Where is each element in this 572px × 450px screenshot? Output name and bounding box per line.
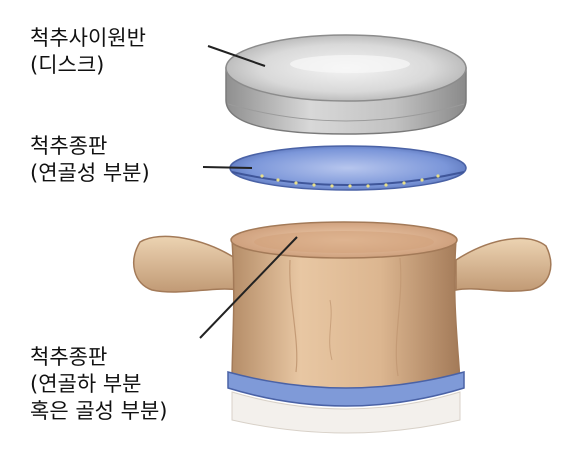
label-cartilage-line1: 척추종판 <box>30 134 108 158</box>
label-bone-line2: (연골하 부분 <box>30 372 142 396</box>
label-disc-line2: (디스크) <box>30 53 105 77</box>
label-cartilage-line2: (연골성 부분) <box>30 161 150 185</box>
leader-line-cartilage <box>202 166 253 169</box>
leader-line-bone <box>199 236 298 339</box>
label-bony-endplate: 척추종판 (연골하 부분 혹은 골성 부분) <box>30 344 167 425</box>
intervertebral-disc <box>225 34 467 135</box>
leader-line-disc <box>207 45 266 67</box>
cartilage-endplate <box>229 145 467 191</box>
label-disc-line1: 척추사이원반 <box>30 26 146 50</box>
leader-lines <box>199 45 298 339</box>
label-cartilage-endplate: 척추종판 (연골성 부분) <box>30 133 150 187</box>
label-intervertebral-disc: 척추사이원반 (디스크) <box>30 25 146 79</box>
vertebral-body <box>133 221 552 434</box>
label-bone-line1: 척추종판 <box>30 345 108 369</box>
label-bone-line3: 혹은 골성 부분) <box>30 399 168 423</box>
